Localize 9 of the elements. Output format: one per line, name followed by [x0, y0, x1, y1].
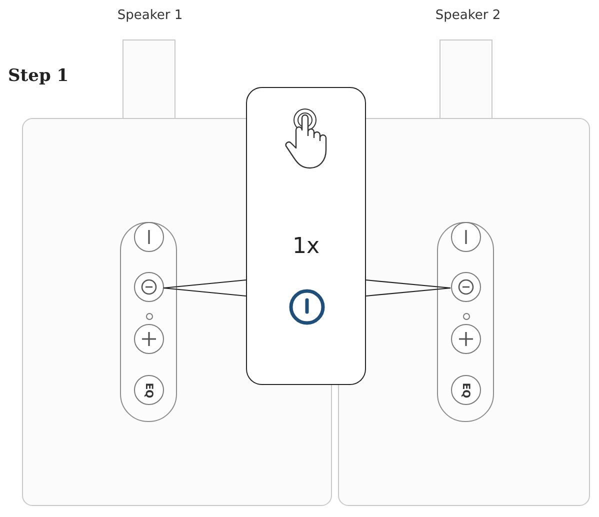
speaker-label: Speaker 2	[435, 8, 501, 23]
step-title: Step 1	[8, 66, 69, 86]
leader-line	[163, 279, 246, 289]
leader-line	[366, 279, 451, 289]
leader-line	[163, 287, 246, 297]
speaker-label: Speaker 1	[117, 8, 183, 23]
callout-box	[246, 87, 366, 385]
leader-line	[366, 287, 451, 297]
press-count: 1x	[291, 234, 321, 259]
